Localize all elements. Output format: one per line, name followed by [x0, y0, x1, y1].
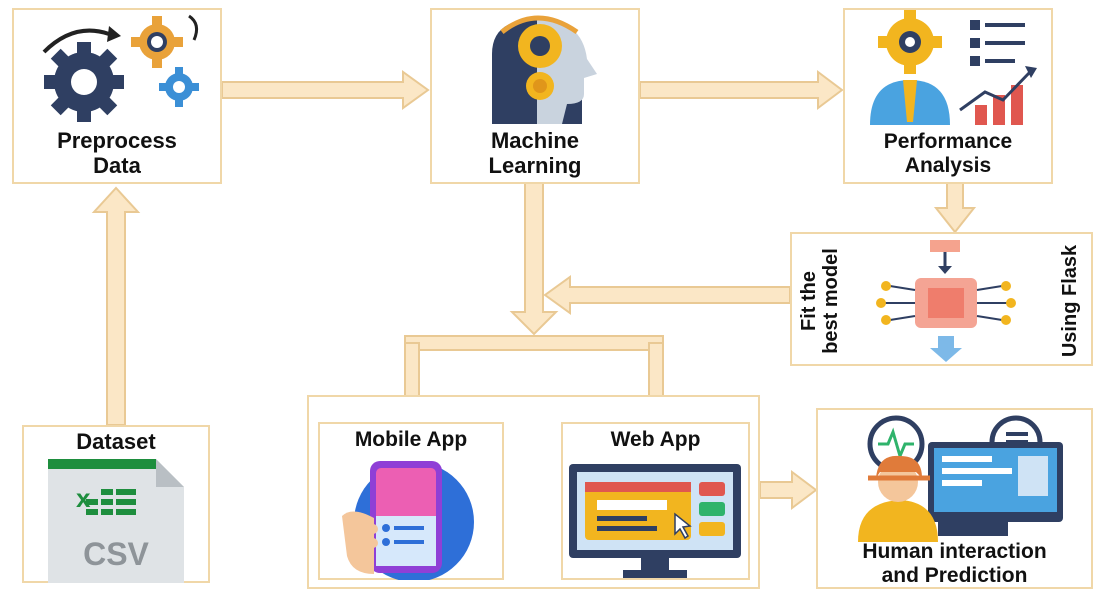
- chip-icon: [876, 240, 1016, 362]
- mobile-app-node: Mobile App: [318, 422, 504, 580]
- dataset-label: Dataset: [76, 429, 156, 454]
- machine-learning-node: Machine Learning: [430, 8, 640, 184]
- arrow-ml-down: [509, 182, 559, 336]
- head-brain-icon: [492, 15, 597, 124]
- monitor-web-icon: [569, 464, 741, 578]
- gears-icon: [42, 14, 199, 122]
- web-app-node: Web App: [561, 422, 750, 580]
- fit-model-node: Fit the best model Using Flask: [790, 232, 1093, 366]
- arrow-ml-to-performance: [639, 70, 844, 110]
- analyst-chart-icon: [870, 10, 1037, 125]
- preprocess-label: Preprocess Data: [57, 128, 177, 179]
- performance-label: Performance Analysis: [883, 130, 1013, 178]
- fit-model-left-label: Fit the best model: [798, 248, 842, 354]
- arrow-performance-to-fit: [933, 182, 977, 234]
- human-label: Human interaction and Prediction: [862, 540, 1047, 588]
- arrow-fit-to-ml: [543, 275, 791, 315]
- arrow-preprocess-to-ml: [221, 70, 430, 110]
- machine-learning-label: Machine Learning: [488, 128, 582, 179]
- fit-model-right-label: Using Flask: [1059, 244, 1081, 358]
- web-app-label: Web App: [610, 428, 701, 451]
- arrow-dataset-to-preprocess: [91, 186, 141, 426]
- mobile-app-label: Mobile App: [354, 428, 468, 451]
- csv-text: CSV: [83, 536, 149, 572]
- csv-file-icon: x CSV: [48, 459, 184, 583]
- split-bar: [404, 335, 664, 351]
- svg-text:x: x: [76, 483, 91, 513]
- human-node: Human interaction and Prediction: [816, 408, 1093, 589]
- arrow-apps-to-human: [759, 470, 818, 510]
- phone-hand-icon: [342, 461, 474, 580]
- dataset-node: Dataset x CSV: [22, 425, 210, 583]
- operator-screen-icon: [858, 415, 1063, 542]
- performance-node: Performance Analysis: [843, 8, 1053, 184]
- preprocess-node: Preprocess Data: [12, 8, 222, 184]
